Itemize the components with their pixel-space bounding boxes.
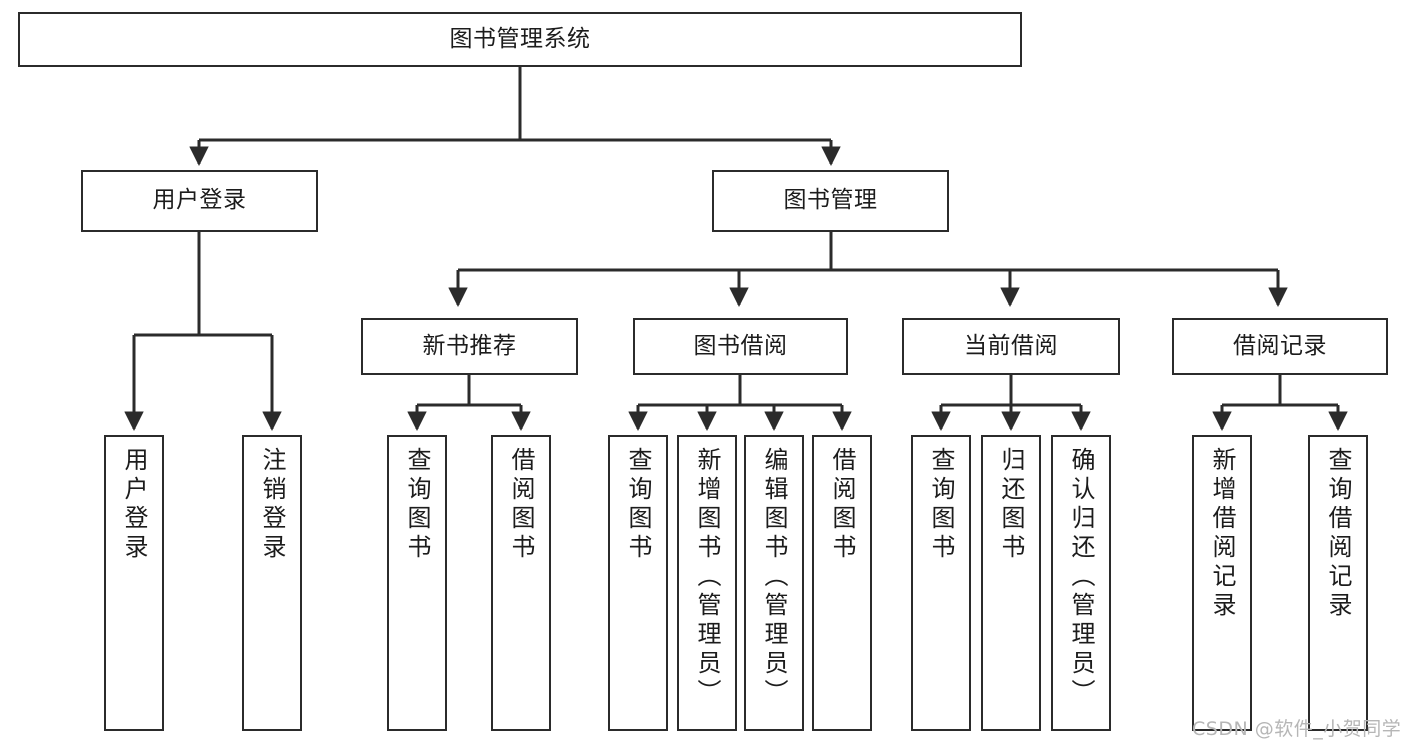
csdn-watermark: CSDN @软件_小贺同学 (1192, 718, 1402, 740)
node-borrow-record-label: 借阅记录 (1233, 332, 1327, 359)
node-book-management-label: 图书管理 (783, 187, 878, 214)
node-current-borrow-label: 当前借阅 (964, 332, 1058, 359)
leaf-current-return-book-label: 归还图书 (997, 447, 1025, 563)
leaf-borrow-add-book-label: 新增图书（管理员） (693, 447, 721, 708)
node-new-book-recommend[interactable]: 新书推荐 (361, 318, 578, 375)
leaf-borrow-borrow-book[interactable]: 借阅图书 (812, 435, 872, 731)
leaf-current-confirm-return-label: 确认归还（管理员） (1067, 447, 1095, 708)
leaf-current-return-book[interactable]: 归还图书 (981, 435, 1041, 731)
leaf-current-query-book[interactable]: 查询图书 (911, 435, 971, 731)
leaf-borrow-query-book-label: 查询图书 (624, 447, 652, 563)
leaf-user-login[interactable]: 用户登录 (104, 435, 164, 731)
leaf-newbook-borrow-book-label: 借阅图书 (507, 447, 535, 563)
leaf-borrow-borrow-book-label: 借阅图书 (828, 447, 856, 563)
leaf-record-query[interactable]: 查询借阅记录 (1308, 435, 1368, 731)
node-book-borrow-label: 图书借阅 (693, 332, 788, 359)
leaf-record-query-label: 查询借阅记录 (1324, 447, 1352, 621)
leaf-borrow-query-book[interactable]: 查询图书 (608, 435, 668, 731)
node-book-management[interactable]: 图书管理 (712, 170, 949, 232)
node-current-borrow[interactable]: 当前借阅 (902, 318, 1120, 375)
leaf-user-login-label: 用户登录 (120, 447, 148, 563)
leaf-current-query-book-label: 查询图书 (927, 447, 955, 563)
leaf-newbook-borrow-book[interactable]: 借阅图书 (491, 435, 551, 731)
leaf-current-confirm-return[interactable]: 确认归还（管理员） (1051, 435, 1111, 731)
node-root-system-label: 图书管理系统 (449, 25, 591, 52)
leaf-logout[interactable]: 注销登录 (242, 435, 302, 731)
node-book-borrow[interactable]: 图书借阅 (633, 318, 848, 375)
leaf-newbook-query-book[interactable]: 查询图书 (387, 435, 447, 731)
leaf-borrow-add-book[interactable]: 新增图书（管理员） (677, 435, 737, 731)
leaf-newbook-query-book-label: 查询图书 (403, 447, 431, 563)
node-user-login[interactable]: 用户登录 (81, 170, 318, 232)
leaf-borrow-edit-book-label: 编辑图书（管理员） (760, 447, 788, 708)
leaf-record-add-label: 新增借阅记录 (1208, 447, 1236, 621)
leaf-borrow-edit-book[interactable]: 编辑图书（管理员） (744, 435, 804, 731)
leaf-record-add[interactable]: 新增借阅记录 (1192, 435, 1252, 731)
node-borrow-record[interactable]: 借阅记录 (1172, 318, 1388, 375)
node-root-system[interactable]: 图书管理系统 (18, 12, 1022, 67)
leaf-logout-label: 注销登录 (258, 447, 286, 563)
node-user-login-label: 用户登录 (152, 187, 247, 214)
node-new-book-recommend-label: 新书推荐 (422, 332, 517, 359)
